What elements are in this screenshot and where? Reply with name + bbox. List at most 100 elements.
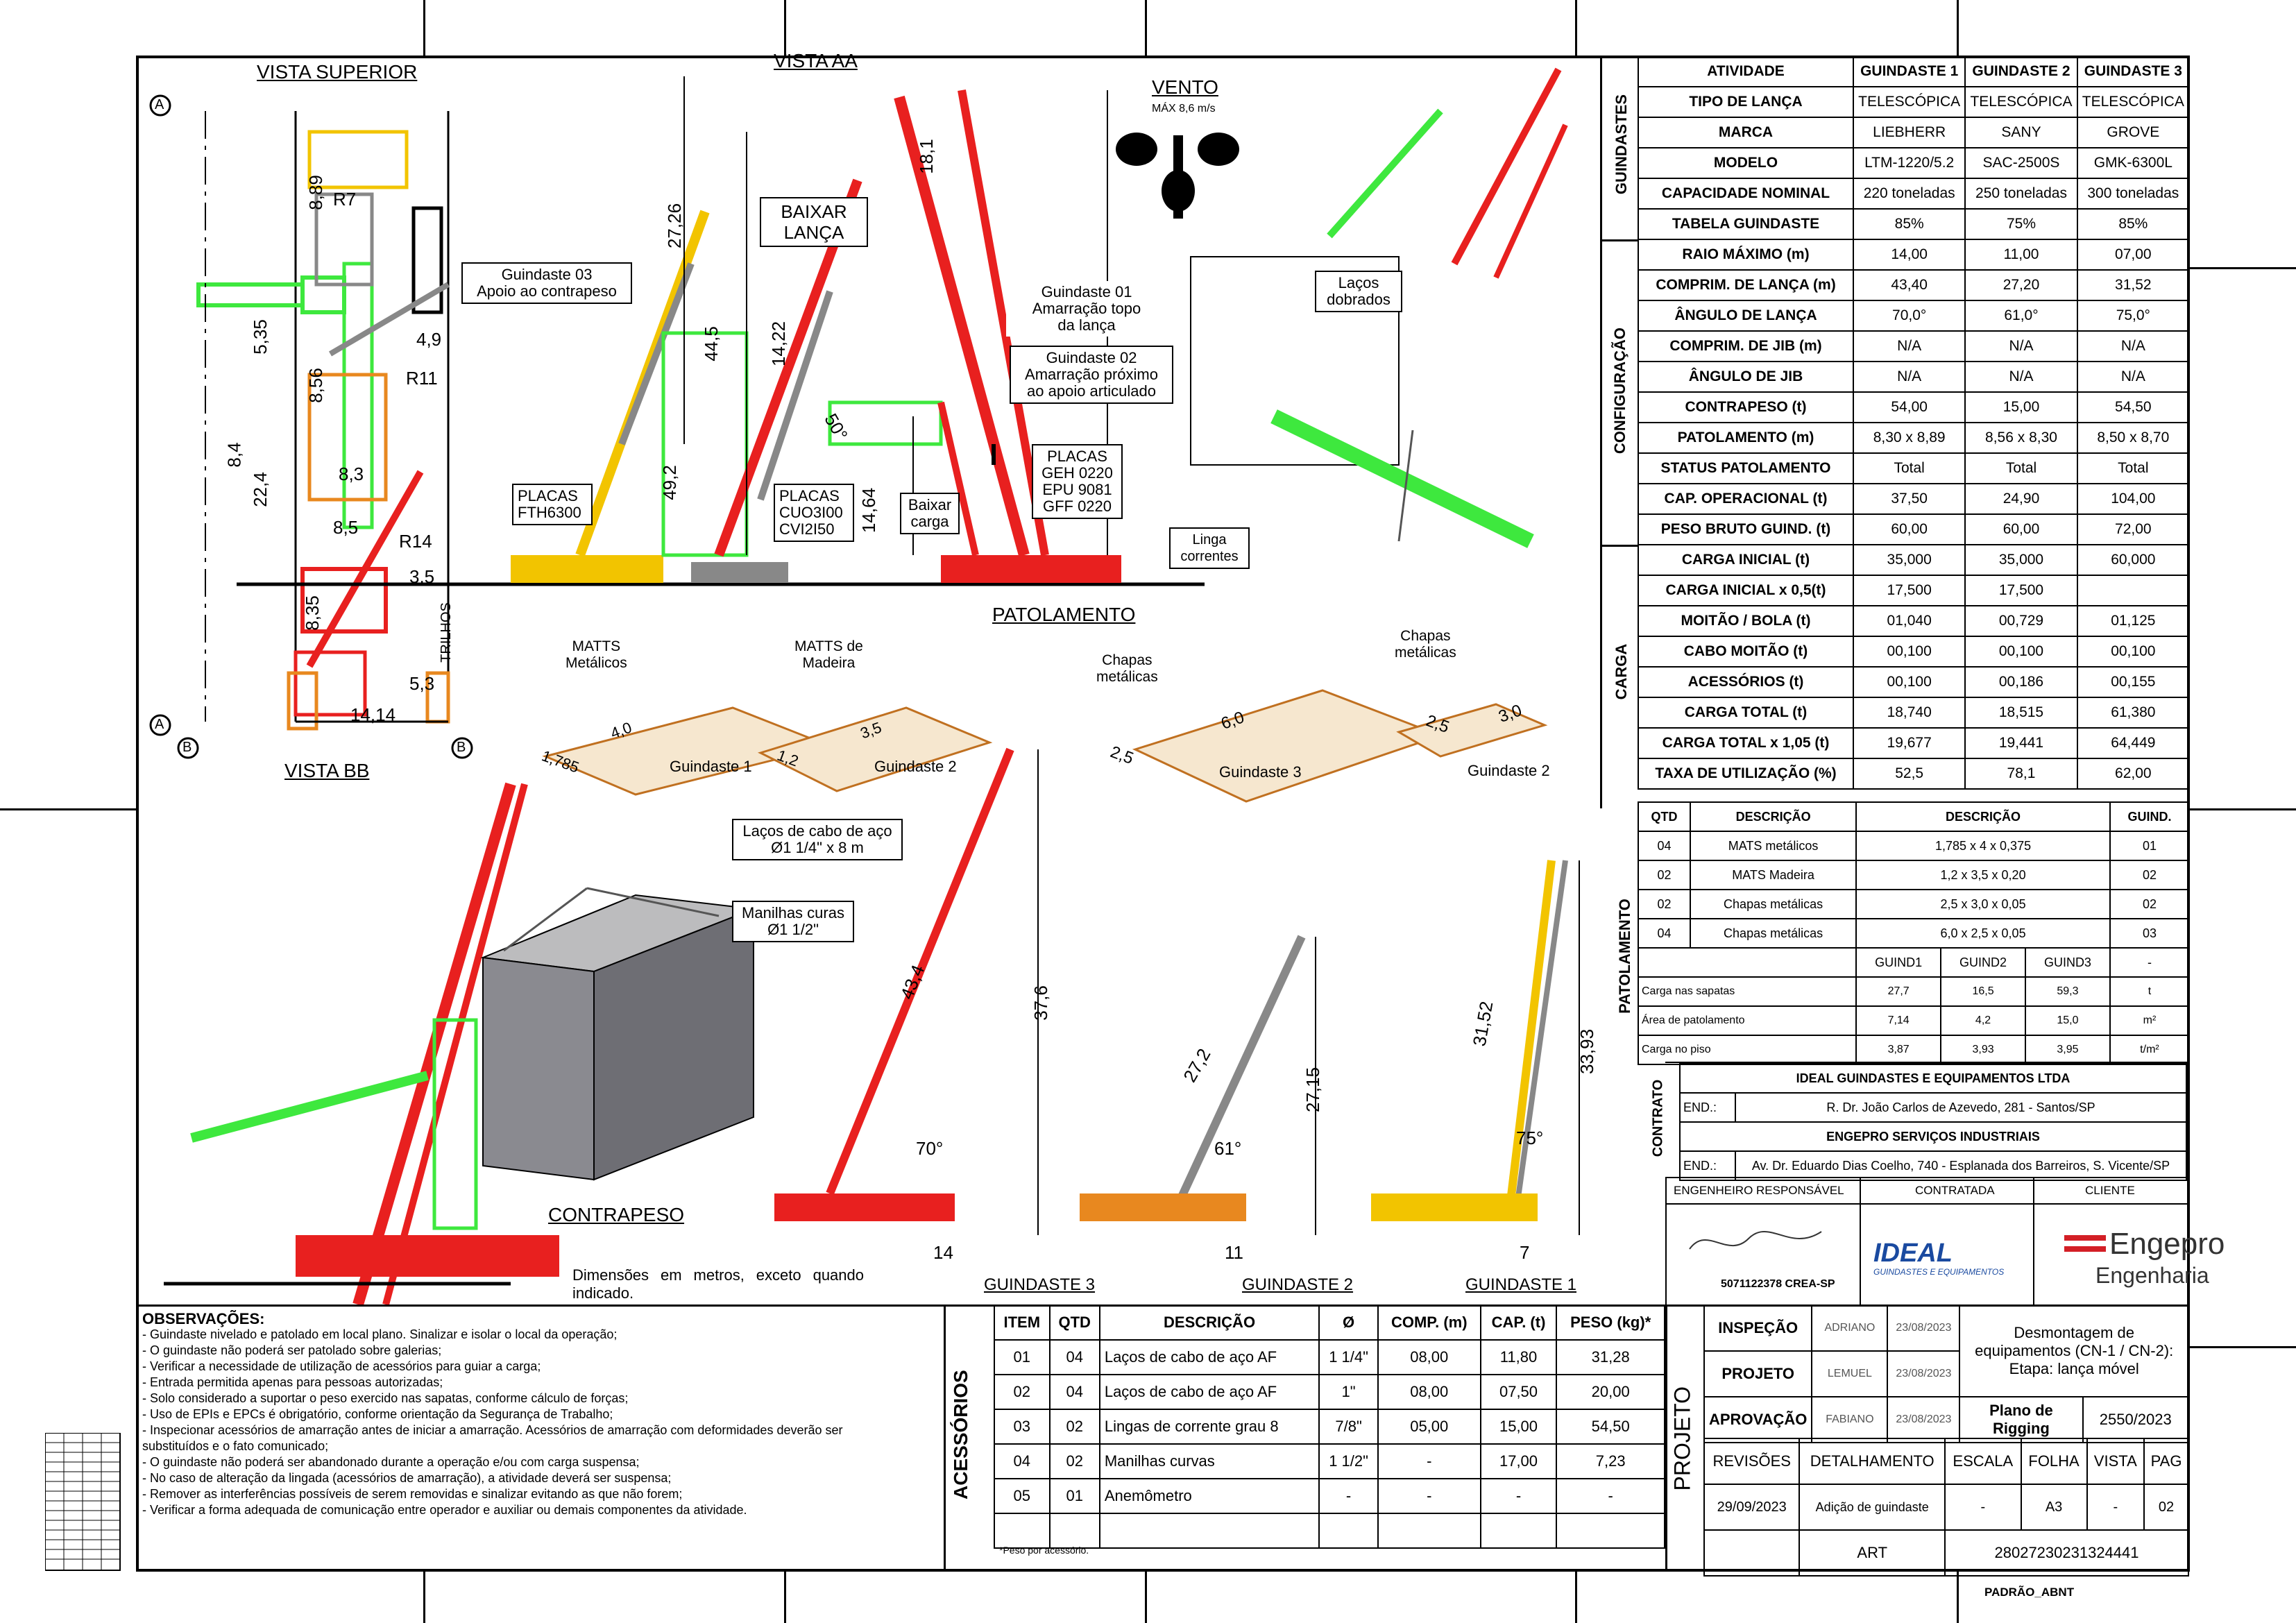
revision-cell: A3 (2020, 1484, 2088, 1531)
counterweight-drawing (480, 887, 754, 1181)
dim-label: R14 (399, 531, 432, 552)
spec-cell: Total (2076, 452, 2191, 484)
outrigger-calc-cell: 59,3 (2025, 976, 2111, 1007)
spec-cell: 24,90 (1964, 483, 2078, 515)
accessories-footnote: *Peso por acessório. (999, 1545, 1089, 1556)
spec-cell: SAC-2500S (1964, 147, 2078, 179)
blank-cell (1479, 1513, 1558, 1549)
dim-label: 8,5 (333, 517, 359, 538)
outrigger-header-cell: GUIND. (2109, 801, 2191, 832)
spec-row-label: ACESSÓRIOS (t) (1638, 666, 1854, 698)
callout-wire: Laços de cabo de aço Ø1 1/4" x 8 m (732, 819, 903, 860)
accessories-cell: 08,00 (1377, 1374, 1481, 1410)
spec-row-label: COMPRIM. DE LANÇA (m) (1638, 269, 1854, 301)
blank-cell (1048, 1513, 1100, 1549)
revision-cell: Adição de guindaste (1798, 1484, 1946, 1531)
spec-cell: 54,00 (1852, 391, 1966, 423)
spec-cell: 60,00 (1964, 513, 2078, 545)
isometric-drawings (1190, 67, 1568, 548)
outrigger-cell: MATS metálicos (1689, 831, 1857, 861)
accessories-cell: 03 (994, 1409, 1051, 1445)
dim-label: 18,1 (915, 139, 937, 174)
outrigger-cell: 04 (1638, 831, 1691, 861)
spec-cell: N/A (2076, 361, 2191, 393)
spec-cell: 07,00 (2076, 239, 2191, 271)
accessories-cell: Lingas de corrente grau 8 (1098, 1409, 1320, 1445)
outrigger-cell: 02 (1638, 889, 1691, 919)
project-title: Desmontagem de equipamentos (CN-1 / CN-2… (1959, 1305, 2189, 1397)
spec-row-label: RAIO MÁXIMO (m) (1638, 239, 1854, 271)
drawing-area (149, 67, 1580, 1305)
blank-cell (1318, 1513, 1379, 1549)
blank-cell (1703, 1529, 1801, 1577)
outrigger-calc-cell: 3,87 (1855, 1035, 1942, 1065)
spec-row-label: TIPO DE LANÇA (1638, 86, 1854, 118)
dim-label: 8,3 (339, 464, 364, 484)
dim-label: 14,14 (350, 704, 396, 725)
outrigger-cell: 02 (1638, 860, 1691, 890)
spec-cell: 01,040 (1852, 605, 1966, 637)
outrigger-cell: 1,785 x 4 x 0,375 (1855, 831, 2111, 861)
accessories-cell: 08,00 (1377, 1339, 1481, 1375)
role-date: 23/08/2023 (1887, 1396, 1961, 1443)
crane3-label: GUINDASTE 3 (984, 1275, 1096, 1294)
accessories-cell: 04 (994, 1443, 1051, 1479)
accessories-cell: 15,00 (1479, 1409, 1558, 1445)
accessories-cell: 02 (1048, 1443, 1100, 1479)
dim-label: 22,4 (249, 472, 271, 507)
spec-cell: N/A (1964, 361, 2078, 393)
side-label-project: PROJETO (1669, 1386, 1695, 1491)
callout-crane2: Guindaste 02 Amarração próximo ao apoio … (1010, 346, 1173, 404)
spec-cell: LTM-1220/5.2 (1852, 147, 1966, 179)
observation-item: - O guindaste não poderá ser abandonado … (142, 1455, 640, 1469)
doc-number: 2550/2023 (2082, 1396, 2189, 1443)
standard-label: PADRÃO_ABNT (1984, 1586, 2075, 1599)
wind-max-label: MÁX 8,6 m/s (1152, 103, 1216, 114)
outrigger-cell: 1,2 x 3,5 x 0,20 (1855, 860, 2111, 890)
dim-label: 14,64 (858, 487, 880, 534)
outrigger-calc-cell: 4,2 (1940, 1005, 2026, 1036)
spec-row-label: CONTRAPESO (t) (1638, 391, 1854, 423)
spec-row-label: TAXA DE UTILIZAÇÃO (%) (1638, 758, 1854, 790)
role-name: FABIANO (1811, 1396, 1889, 1443)
observations-list: - Guindaste nivelado e patolado em local… (142, 1327, 895, 1518)
spec-cell: N/A (2076, 330, 2191, 362)
role-date: 23/08/2023 (1887, 1305, 1961, 1352)
callout-chain: Linga correntes (1169, 527, 1250, 569)
spec-row-label: PATOLAMENTO (m) (1638, 422, 1854, 454)
side-label-contract: CONTRATO (1650, 1079, 1666, 1157)
outrigger-cell: 04 (1638, 918, 1691, 949)
outrigger-calc-cell: Carga no piso (1637, 1035, 1857, 1065)
accessories-cell: 05,00 (1377, 1409, 1481, 1445)
accessories-cell: 02 (994, 1374, 1051, 1410)
spec-cell: 104,00 (2076, 483, 2191, 515)
spec-cell: 85% (1852, 208, 1966, 240)
top-view-drawing (149, 94, 473, 759)
spec-row-label: CARGA TOTAL (t) (1638, 697, 1854, 729)
accessories-cell: 17,00 (1479, 1443, 1558, 1479)
ideal-logo: IDEAL (1873, 1239, 1953, 1268)
accessories-empty-row (994, 1513, 1665, 1549)
spec-cell: GROVE (2076, 117, 2191, 148)
view-title-top: VISTA SUPERIOR (257, 61, 418, 83)
mats-crane: Guindaste 3 (1219, 763, 1302, 781)
callout-lower-boom: BAIXAR LANÇA (760, 197, 868, 247)
dim-label: 44,5 (700, 326, 722, 362)
observations-title: OBSERVAÇÕES: (142, 1310, 265, 1327)
signature-image (1689, 1231, 1822, 1250)
contract-company1: IDEAL GUINDASTES E EQUIPAMENTOS LTDA (1679, 1063, 2187, 1094)
role-label: PROJETO (1703, 1350, 1813, 1397)
crane1-label: GUINDASTE 1 (1465, 1275, 1577, 1294)
outrigger-calc-cell: 3,93 (1940, 1035, 2026, 1065)
dim-label: 5,35 (249, 319, 271, 355)
outrigger-cell: 02 (2109, 860, 2191, 890)
